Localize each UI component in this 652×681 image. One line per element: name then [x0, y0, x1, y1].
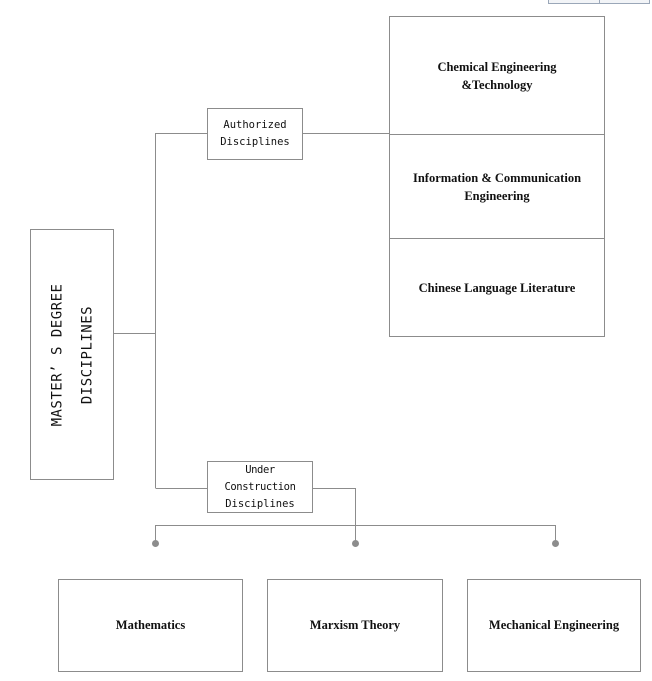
authorized-item: Chinese Language Literature: [390, 238, 604, 336]
authorized-item: Chemical Engineering &Technology: [390, 17, 604, 134]
leaf-label: Marxism Theory: [309, 618, 401, 632]
root-node: MASTER’ S DEGREE DISCIPLINES: [30, 229, 114, 480]
window-corner-tabs[interactable]: [548, 0, 650, 4]
construction-drop-connector: [313, 488, 356, 543]
leaf-mechanical-engineering: Mechanical Engineering: [467, 579, 641, 672]
authorized-item: Information & Communication Engineering: [390, 134, 604, 238]
construction-label-line2: Disciplines: [225, 497, 295, 510]
authorized-label-line2: Disciplines: [220, 136, 290, 148]
tab-separator: [599, 0, 600, 4]
root-label-line1: MASTER’ S DEGREE: [49, 283, 66, 426]
leaf-mathematics: Mathematics: [58, 579, 243, 672]
leaf-label: Mechanical Engineering: [488, 618, 620, 632]
authorized-item-line1: Chinese Language Literature: [418, 280, 576, 295]
authorized-item-line1: Information & Communication: [412, 170, 582, 185]
authorized-item-line1: Chemical Engineering &Technology: [437, 59, 557, 92]
under-construction-node: Under Construction Disciplines: [207, 461, 313, 513]
authorized-list: Chemical Engineering &Technology Informa…: [389, 16, 605, 337]
leaf-bar-connector: [155, 525, 556, 543]
root-label-line2: DISCIPLINES: [79, 305, 96, 404]
authorized-item-line2: Engineering: [464, 188, 530, 203]
authorized-label-line1: Authorized: [223, 119, 287, 131]
construction-label-line1: Under Construction: [224, 463, 296, 493]
leaf-label: Mathematics: [115, 618, 186, 632]
leaf-marxism-theory: Marxism Theory: [267, 579, 443, 672]
leaf-dot-mech: [552, 540, 559, 547]
leaf-dot-math: [152, 540, 159, 547]
root-label: MASTER’ S DEGREE DISCIPLINES: [42, 283, 102, 426]
authorized-node: Authorized Disciplines: [207, 108, 303, 160]
leaf-dot-marx: [352, 540, 359, 547]
